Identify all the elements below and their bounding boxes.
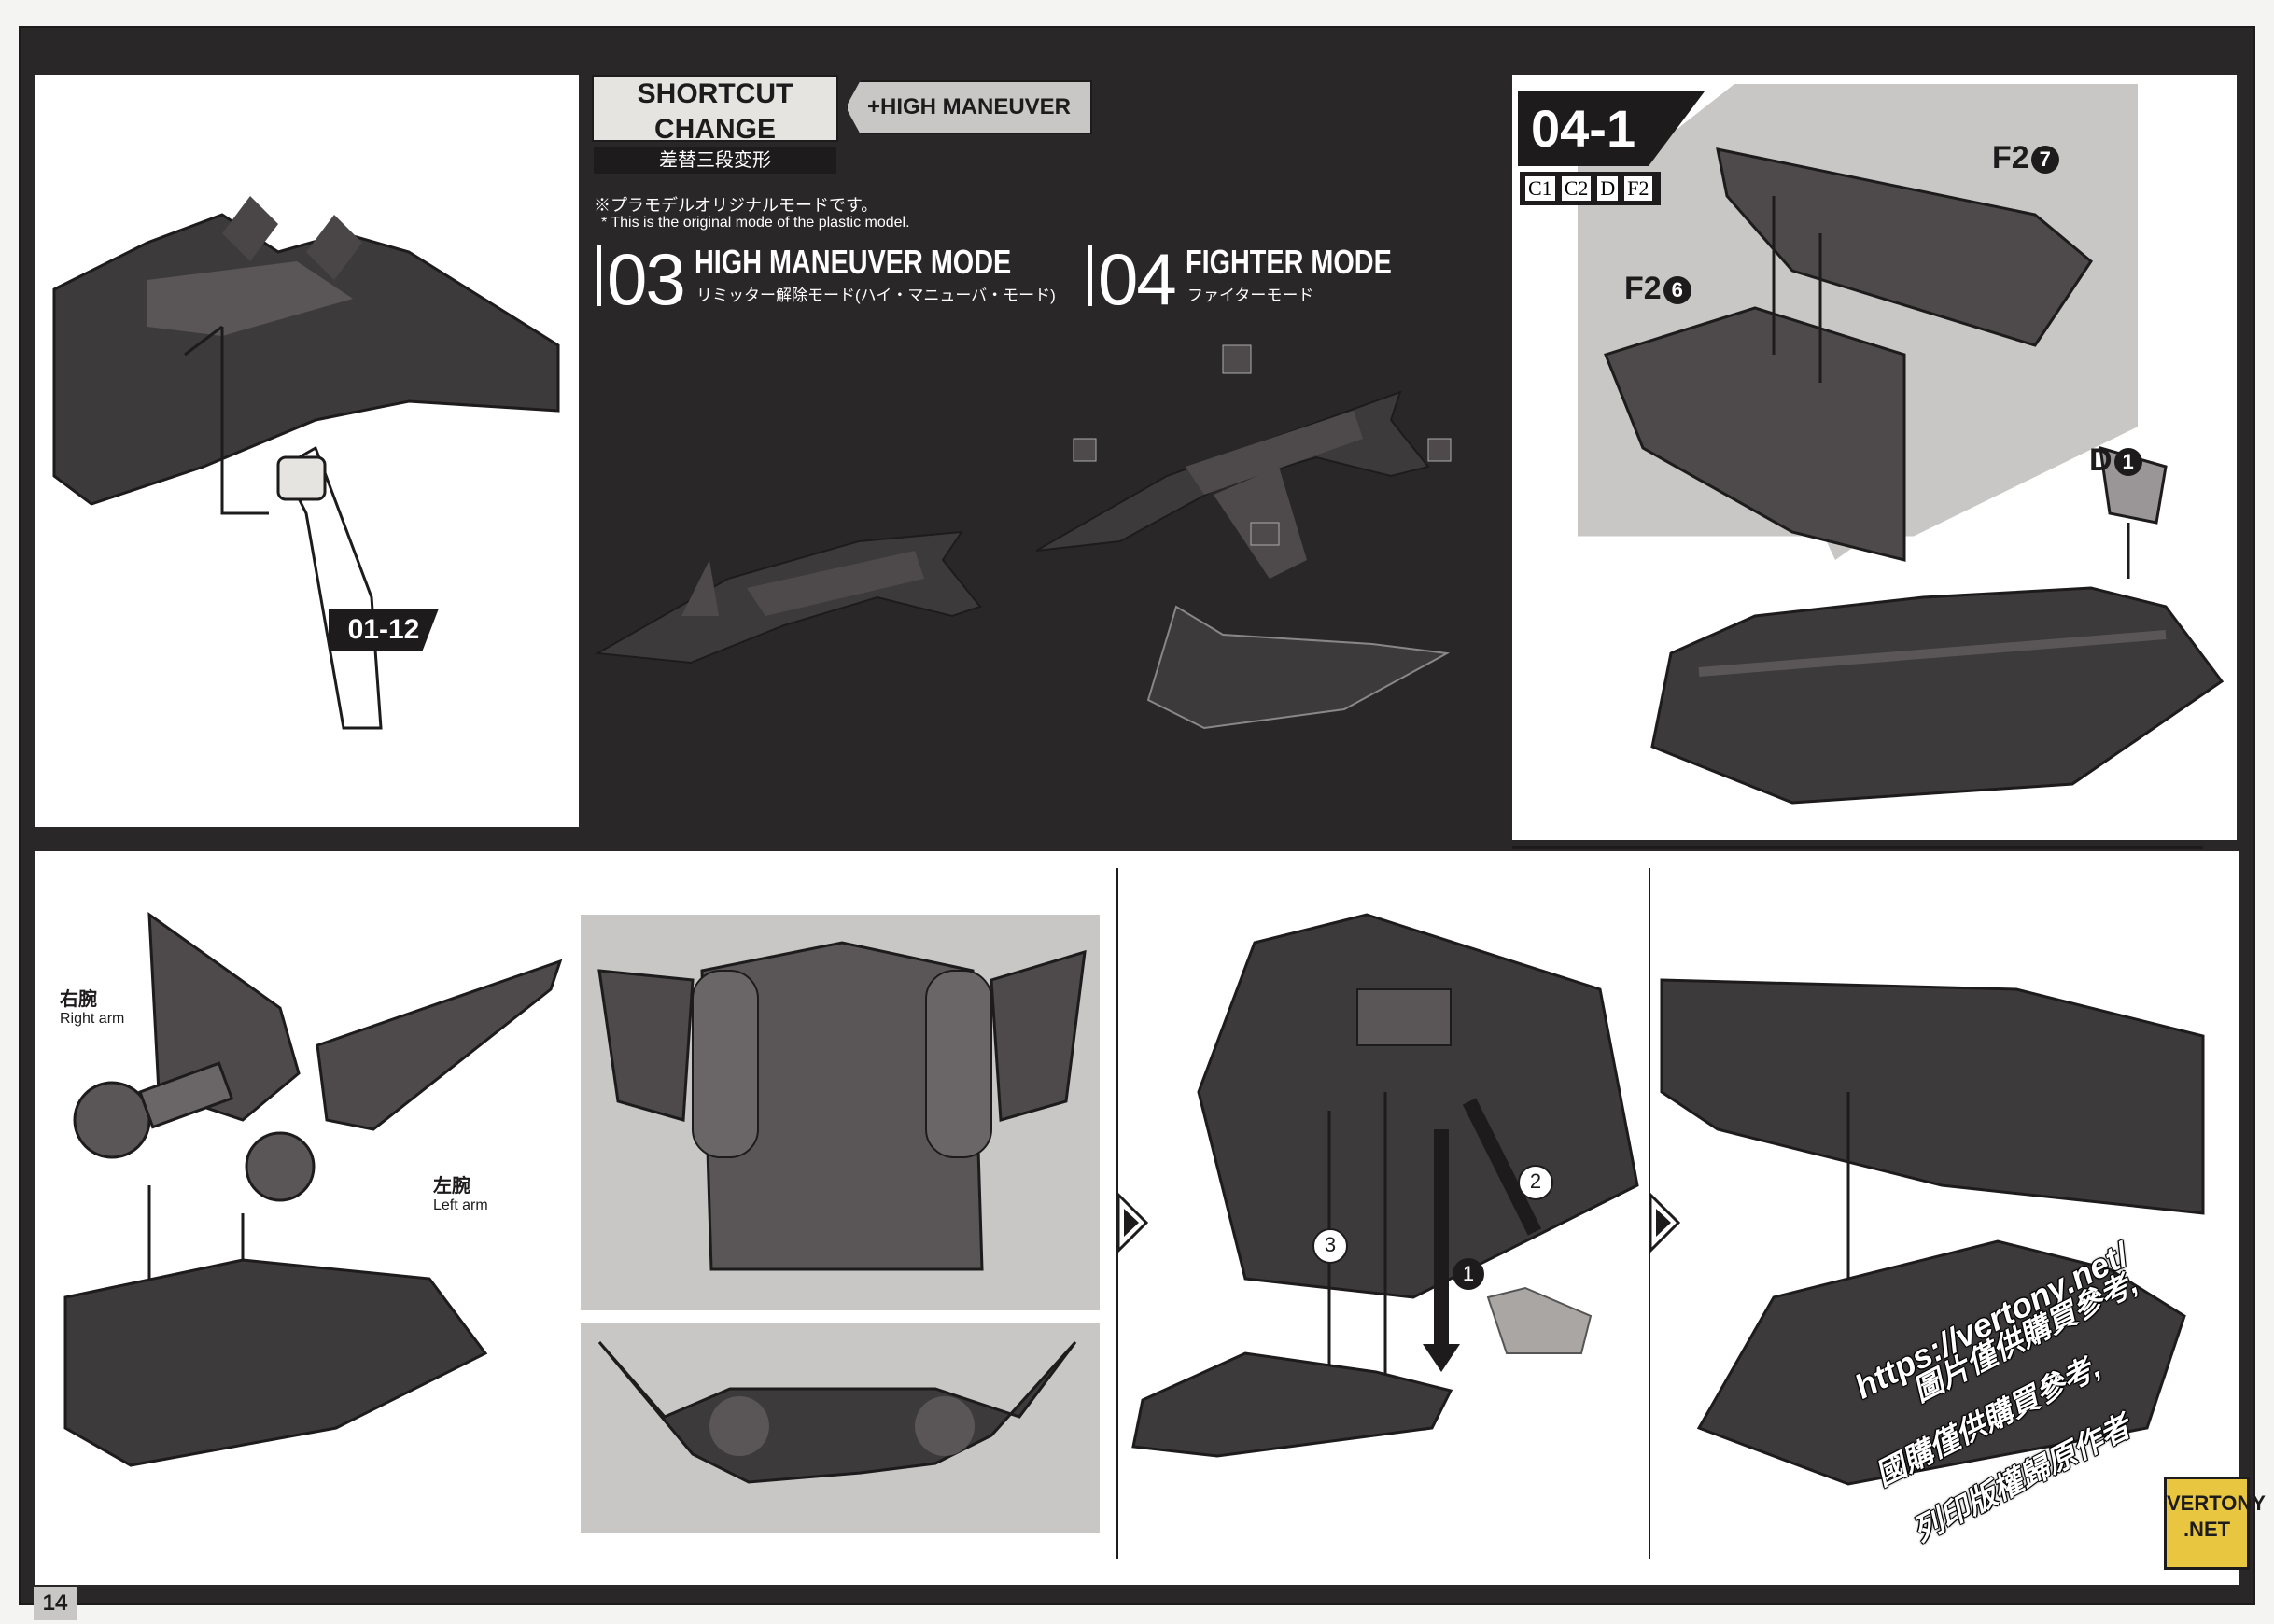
next-step-arrow bbox=[1649, 1191, 1681, 1254]
ref-box-top-view bbox=[581, 915, 1100, 1310]
mode04-title: FIGHTER MODE bbox=[1186, 243, 1392, 281]
part-chip: C1 bbox=[1523, 175, 1557, 203]
callout-number: 1 bbox=[2113, 448, 2142, 477]
seq-label: 2 bbox=[1529, 1169, 1542, 1193]
callout-part: F2 bbox=[1992, 140, 2029, 175]
seq-label: 1 bbox=[1462, 1262, 1475, 1285]
mode03-number: 03 bbox=[607, 238, 686, 320]
step-ref-tag: 01-12 bbox=[329, 609, 439, 651]
mode03-subtitle: リミッター解除モード(ハイ・マニューバ・モード) bbox=[696, 287, 1056, 304]
callout-part: D bbox=[2089, 442, 2113, 478]
seq-number-3: 3 bbox=[1312, 1228, 1348, 1264]
seq-number-2: 2 bbox=[1518, 1165, 1553, 1200]
shortcut-change-title: SHORTCUT CHANGE bbox=[637, 78, 793, 145]
note-jp: ※プラモデルオリジナルモードです。 bbox=[594, 196, 878, 215]
callout-number: 7 bbox=[2030, 146, 2059, 175]
step-ref-label: 01-12 bbox=[347, 614, 420, 645]
note-en: * This is the original mode of the plast… bbox=[601, 215, 910, 231]
seq-number-1: 1 bbox=[1453, 1258, 1484, 1290]
illustration-high-maneuver-mode bbox=[594, 530, 982, 665]
illustration-top-view bbox=[597, 941, 1087, 1271]
mode-tag: +HIGH MANEUVER MODE bbox=[846, 80, 1092, 134]
right-arm-en: Right arm bbox=[60, 1011, 125, 1027]
mode03-title: HIGH MANEUVER MODE bbox=[695, 243, 1012, 281]
left-arm-en: Left arm bbox=[433, 1197, 488, 1213]
callout-number: 6 bbox=[1663, 276, 1691, 305]
part-chip: C2 bbox=[1559, 175, 1593, 203]
vertony-logo: VERTONY .NET bbox=[2164, 1477, 2266, 1570]
part-chip: D bbox=[1595, 175, 1621, 203]
panel-step-01-12 bbox=[35, 75, 579, 827]
illustration-fighter-mode bbox=[1035, 344, 1452, 730]
illustration-torso-assembly bbox=[52, 196, 560, 730]
left-arm-label: 左腕 Left arm bbox=[433, 1170, 488, 1214]
logo-bottom: .NET bbox=[2183, 1518, 2231, 1541]
illustration-arms-attach bbox=[63, 911, 563, 1467]
callout-part: F2 bbox=[1624, 271, 1662, 306]
right-arm-jp: 右腕 bbox=[60, 989, 97, 1010]
shortcut-change-tag: SHORTCUT CHANGE 差替三段変形 bbox=[592, 75, 838, 174]
mode-tag-label: +HIGH MANEUVER MODE bbox=[866, 94, 1072, 119]
step-04-1-label: 04-1 bbox=[1531, 99, 1636, 158]
seq-label: 3 bbox=[1324, 1233, 1337, 1256]
ref-box-front-view bbox=[581, 1323, 1100, 1533]
shortcut-change-jp: 差替三段変形 bbox=[594, 147, 836, 174]
logo-top: VERTONY bbox=[2167, 1491, 2266, 1515]
step-underline bbox=[1512, 846, 2203, 849]
illustration-disassembly bbox=[1131, 913, 1639, 1458]
left-arm-jp: 左腕 bbox=[433, 1176, 470, 1197]
next-step-arrow bbox=[1116, 1191, 1149, 1254]
mode04-subtitle: ファイターモード bbox=[1187, 287, 1314, 304]
part-chip: F2 bbox=[1622, 175, 1654, 203]
right-arm-label: 右腕 Right arm bbox=[60, 984, 124, 1028]
illustration-front-view bbox=[597, 1340, 1077, 1484]
page-number: 14 bbox=[34, 1587, 77, 1620]
page-number-label: 14 bbox=[42, 1590, 68, 1616]
illustration-shell-parts bbox=[1604, 147, 2225, 805]
illustration-final-assembly bbox=[1660, 978, 2205, 1486]
mode04-number: 04 bbox=[1098, 238, 1177, 320]
